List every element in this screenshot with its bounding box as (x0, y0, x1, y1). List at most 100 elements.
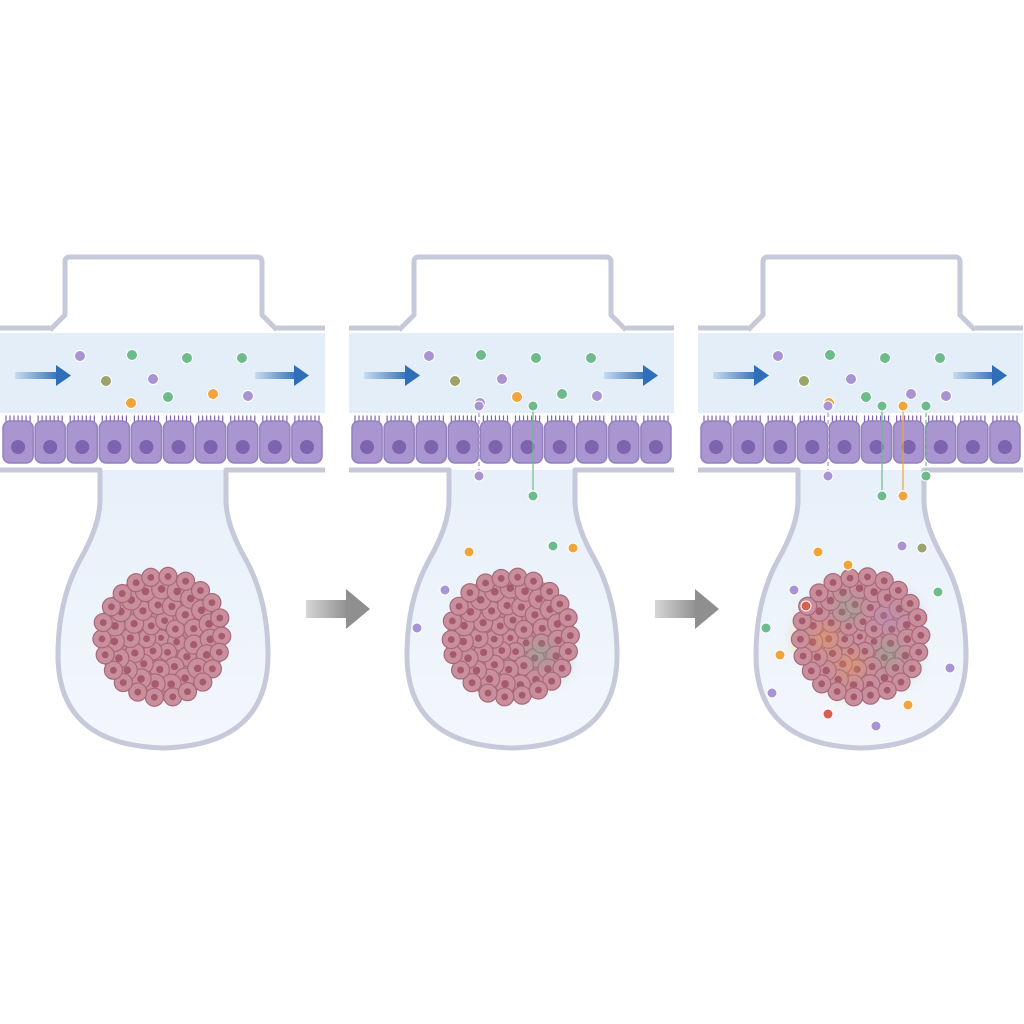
organoid-nucleus (870, 625, 878, 633)
organoid-nucleus (867, 691, 874, 699)
organoid-nucleus (826, 596, 835, 605)
lumen-particle (242, 390, 254, 402)
organoid-nucleus (464, 654, 472, 663)
organoid-nucleus (554, 636, 562, 645)
organoid-nucleus (553, 620, 562, 628)
epithelial-nucleus (648, 440, 663, 454)
lumen-particle (74, 350, 86, 362)
organoid-cell (823, 572, 843, 593)
crossing-particle (897, 400, 909, 412)
organoid-nucleus (914, 614, 922, 622)
epithelial-nucleus (235, 440, 250, 454)
organoid-nucleus (449, 651, 457, 658)
organoid-nucleus (466, 607, 475, 616)
epithelial-cell (957, 415, 989, 464)
organoid-nucleus (538, 624, 546, 633)
organoid-cell (491, 568, 511, 589)
organoid-cell (512, 685, 532, 705)
organoid-nucleus (864, 573, 871, 581)
chamber-particle (870, 720, 882, 732)
organoid-cell (210, 608, 230, 628)
organoid-nucleus (509, 616, 517, 624)
organoid-cell (844, 687, 864, 707)
organoid-nucleus (173, 587, 181, 596)
inlet-reservoir (48, 254, 279, 332)
epithelial-nucleus (552, 440, 567, 454)
organoid-nucleus (915, 648, 923, 656)
organoid-nucleus (132, 579, 140, 587)
organoid-nucleus (490, 661, 499, 669)
organoid-nucleus (141, 587, 150, 596)
organoid-nucleus (880, 577, 888, 585)
organoid-nucleus (514, 573, 522, 581)
organoid-nucleus (799, 652, 807, 660)
epithelial-nucleus (171, 440, 186, 454)
organoid-nucleus (839, 588, 847, 597)
organoid-nucleus (479, 648, 488, 657)
organoid-cell (542, 671, 562, 691)
epithelial-nucleus (805, 440, 820, 454)
chip-panel-1 (0, 254, 325, 751)
epithelial-cell (860, 415, 893, 464)
organoid-nucleus (846, 574, 854, 582)
organoid-nucleus (164, 572, 172, 580)
organoid-nucleus (902, 621, 911, 629)
organoid-nucleus (497, 575, 505, 582)
organoid-cell (202, 659, 222, 679)
organoid-nucleus (546, 588, 554, 595)
organoid-nucleus (208, 599, 216, 607)
organoid-nucleus (822, 666, 831, 675)
stage-arrow-2 (655, 589, 719, 629)
organoid-cell (144, 687, 164, 707)
chamber-particle (800, 600, 812, 612)
organoid-nucleus (173, 638, 181, 646)
organoid-nucleus (168, 602, 176, 611)
crossing-particle (527, 400, 539, 412)
lumen-particle (147, 373, 159, 385)
organoid-nucleus (182, 577, 190, 585)
epithelial-cell (98, 415, 131, 464)
epithelial-nucleus (11, 440, 26, 454)
organoid-nucleus (187, 594, 195, 603)
organoid-nucleus (149, 647, 157, 655)
epithelial-nucleus (741, 440, 756, 454)
organoid-nucleus (797, 635, 804, 643)
culture-chamber-outline (349, 467, 674, 751)
organoid-nucleus (490, 635, 498, 643)
organoid-nucleus (807, 667, 815, 675)
organoid-uptake-overlay (837, 652, 864, 679)
organoid-cell (812, 674, 832, 694)
epithelial-cell (162, 415, 195, 464)
organoid-nucleus (897, 678, 905, 686)
organoid-cell (528, 680, 549, 700)
epithelial-cell (640, 415, 672, 464)
organoid-nucleus (466, 589, 474, 597)
organoid-cell (501, 629, 519, 647)
organoid-cell (888, 580, 908, 600)
epithelial-cell (34, 415, 66, 464)
organoid-nucleus (205, 620, 213, 628)
organoid-nucleus (107, 603, 115, 611)
epithelial-cell (194, 415, 227, 464)
chamber-particle (812, 546, 824, 558)
organoid-nucleus (883, 593, 892, 602)
organoid-nucleus (161, 617, 169, 625)
organoid-cell (809, 583, 829, 603)
chamber-particle (439, 584, 451, 596)
organoid-cell (911, 625, 931, 645)
crossing-particle (527, 490, 539, 502)
organoid-nucleus (218, 632, 226, 640)
lumen-particle (496, 373, 508, 385)
epithelial-nucleus (267, 440, 282, 454)
epithelial-cell-layer (2, 415, 323, 464)
organoid-nucleus (171, 625, 179, 633)
organoid-nucleus (833, 688, 841, 695)
organoid-nucleus (479, 619, 487, 627)
flow-arrow-in (713, 365, 769, 386)
organoid-cell (877, 680, 897, 700)
flow-arrow-in (364, 365, 420, 386)
organoid-nucleus (849, 681, 858, 689)
organoid-cell (165, 619, 186, 639)
epithelial-cell (608, 415, 640, 464)
chamber-particle (760, 622, 772, 634)
